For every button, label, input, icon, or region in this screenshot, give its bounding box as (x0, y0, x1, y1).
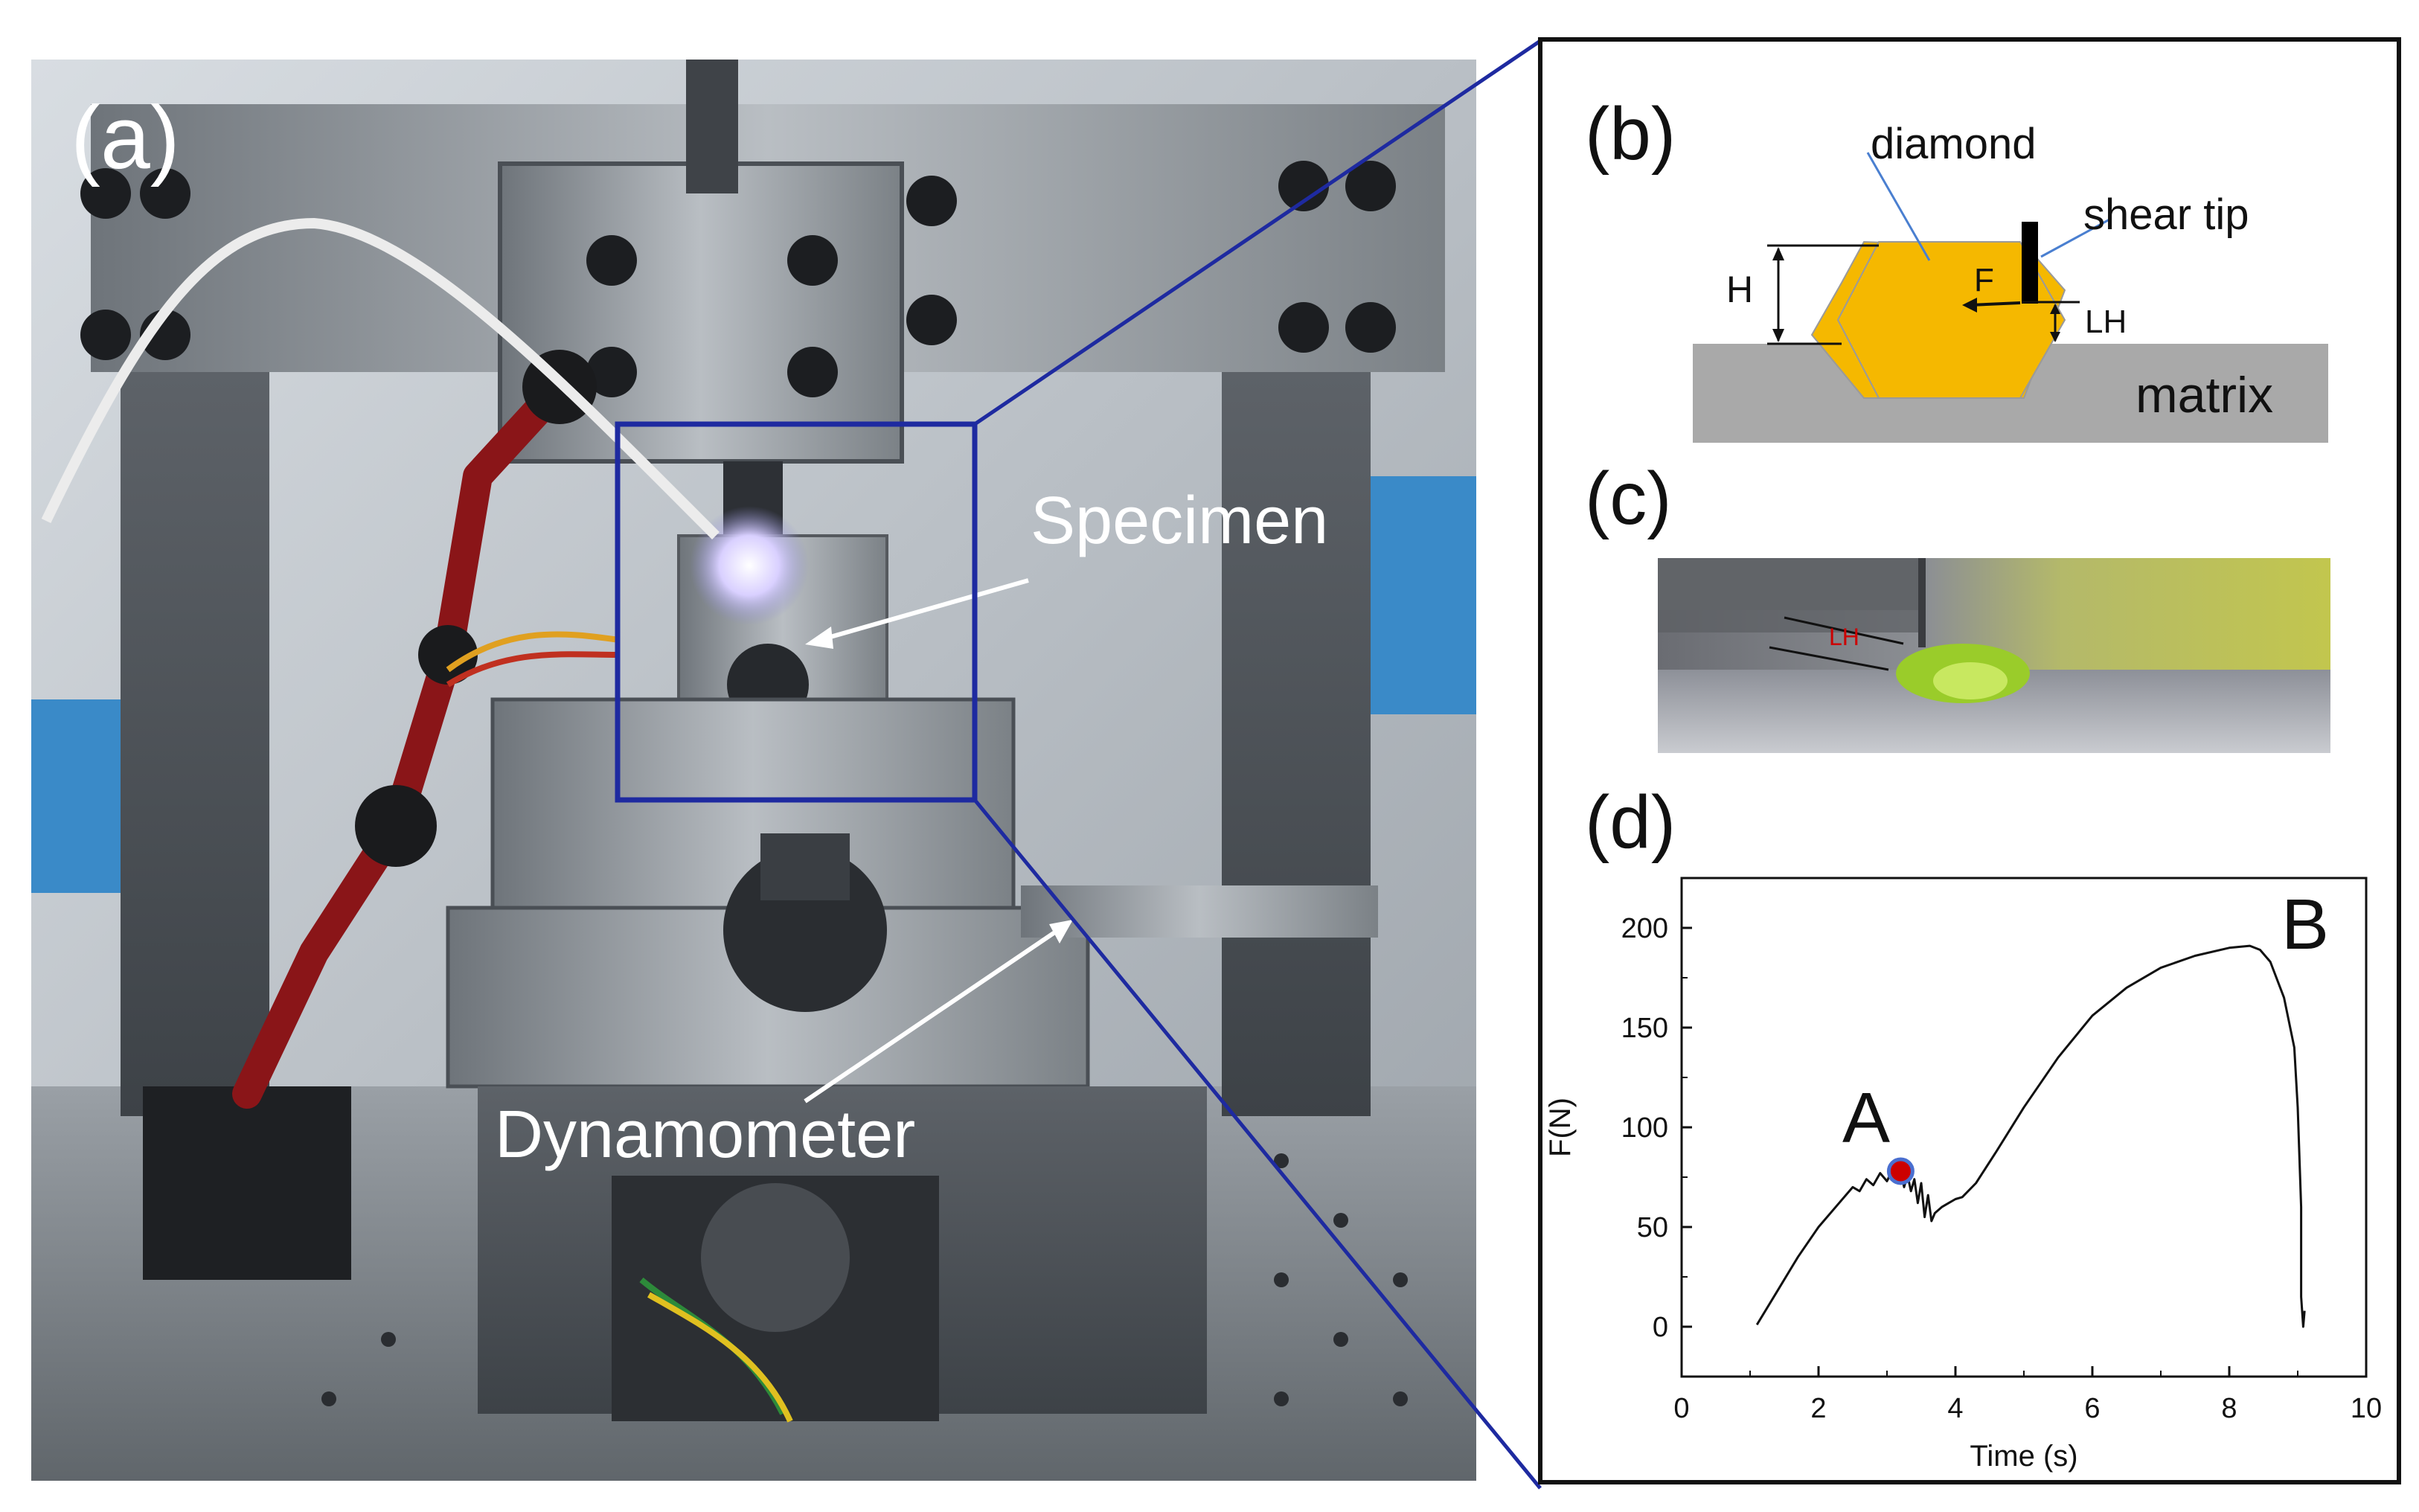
y-tick-label: 0 (1653, 1312, 1668, 1343)
shear-tip-leader (2040, 218, 2110, 258)
panel-frame (1538, 37, 2401, 1484)
y-axis-label: F(N) (1544, 1098, 1577, 1157)
point-b-label: B (2281, 885, 2330, 964)
y-tick-label: 50 (1637, 1212, 1668, 1243)
diamond-schematic (1693, 89, 2328, 443)
lh-label: LH (2085, 304, 2127, 340)
shear-tip-image (1658, 558, 1918, 632)
y-tick-label: 200 (1621, 913, 1668, 944)
shear-test-micrograph (1658, 558, 2330, 753)
x-axis-label: Time (s) (1970, 1440, 2077, 1473)
dynamometer-label: Dynamometer (495, 1098, 916, 1172)
panel-b-label: (b) (1585, 92, 1676, 176)
diamond-leader (1866, 152, 1931, 261)
x-tick-label: 4 (1947, 1393, 1963, 1424)
series-line-0 (1755, 944, 2306, 1328)
matrix-label: matrix (2136, 367, 2274, 423)
y-tick-label: 100 (1621, 1112, 1668, 1144)
f-label: F (1974, 262, 1994, 298)
diamond-label: diamond (1871, 120, 2037, 168)
specimen-label: Specimen (1031, 484, 1329, 558)
shear-tip-label: shear tip (2083, 190, 2249, 239)
x-tick-label: 6 (2084, 1393, 2100, 1424)
h-label: H (1726, 269, 1754, 310)
panel-c-label: (c) (1585, 457, 1672, 540)
x-tick-label: 2 (1810, 1393, 1826, 1424)
shear-tip (2022, 222, 2038, 304)
x-tick-label: 8 (2221, 1393, 2237, 1424)
y-tick-label: 150 (1621, 1013, 1668, 1044)
point-a-marker (1886, 1157, 1915, 1185)
x-tick-label: 10 (2351, 1393, 2382, 1424)
point-a-label: A (1842, 1078, 1891, 1158)
panel-d-label: (d) (1585, 781, 1676, 864)
apparatus-photo (31, 60, 1476, 1481)
lh-annotation: LH (1829, 624, 1859, 650)
x-tick-label: 0 (1673, 1393, 1689, 1424)
panel-a-label: (a) (71, 88, 180, 188)
force-arrow (1969, 301, 2021, 307)
